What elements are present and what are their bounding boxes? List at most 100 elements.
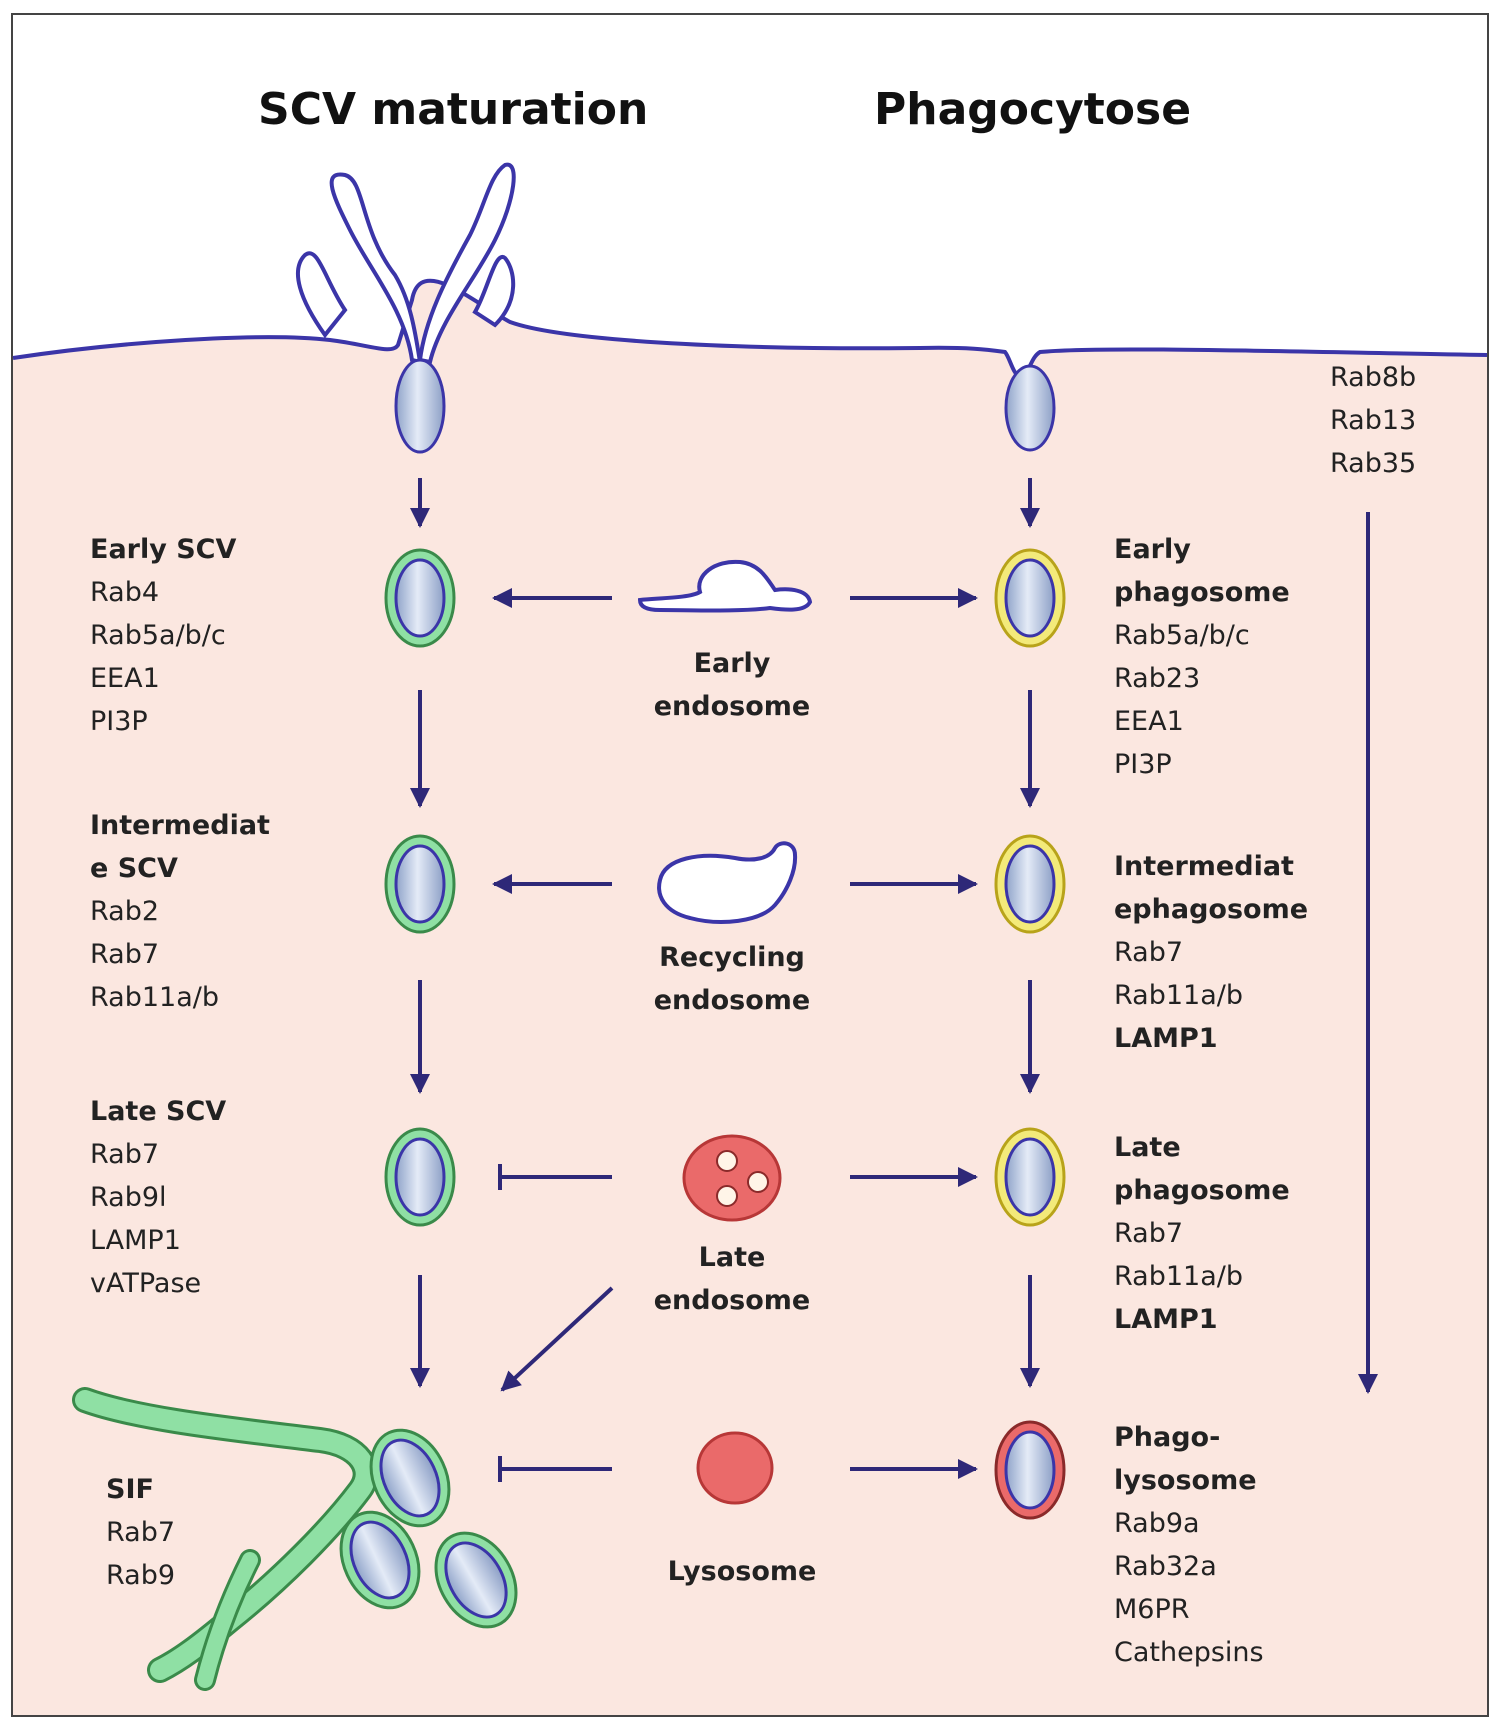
lysosome-label-line: Lysosome bbox=[667, 1556, 817, 1587]
intermediate-phagosome-vacuole-bacterium bbox=[1004, 844, 1056, 924]
cytoplasm bbox=[13, 280, 1487, 1715]
recycling-endosome-shape bbox=[657, 841, 798, 924]
title-scv-maturation: SCV maturation bbox=[258, 84, 649, 135]
late-phagosome-heading: Late bbox=[1114, 1132, 1181, 1163]
scv-entry-vacuole bbox=[394, 358, 446, 454]
sif-label: SIF Rab7 Rab9 bbox=[106, 1468, 175, 1597]
phagolysosome-marker: Cathepsins bbox=[1114, 1637, 1264, 1668]
phagolysosome-marker: Rab9a bbox=[1114, 1508, 1200, 1539]
intermediate-phagosome-heading: Intermediat bbox=[1114, 851, 1294, 882]
rab-timeline-labels: Rab8b Rab13 Rab35 bbox=[1330, 356, 1416, 485]
late-endosome-vesicle-1 bbox=[716, 1150, 738, 1172]
late-scv-vacuole bbox=[384, 1127, 456, 1227]
late-phagosome-heading: phagosome bbox=[1114, 1175, 1290, 1206]
early-scv-vacuole-bacterium bbox=[394, 558, 446, 638]
arrows bbox=[410, 478, 1378, 1482]
early-phagosome-label: Early phagosome Rab5a/b/c Rab23 EEA1 PI3… bbox=[1114, 528, 1290, 786]
early-phagosome-marker: Rab5a/b/c bbox=[1114, 620, 1250, 651]
early-phagosome-heading: Early bbox=[1114, 534, 1191, 565]
sif-marker: Rab7 bbox=[106, 1517, 176, 1548]
phagosome-entry-vacuole bbox=[1004, 364, 1056, 452]
sif-heading: SIF bbox=[106, 1474, 154, 1505]
phagolysosome-marker: Rab32a bbox=[1114, 1551, 1217, 1582]
late-phagosome-vacuole-bacterium bbox=[1004, 1137, 1056, 1217]
early-scv-marker: Rab5a/b/c bbox=[90, 620, 226, 651]
early-scv-vacuole bbox=[384, 548, 456, 648]
late-endosome-label-line: Late bbox=[698, 1242, 766, 1273]
phagolysosome-marker: M6PR bbox=[1114, 1594, 1190, 1625]
early-phagosome-marker: PI3P bbox=[1114, 749, 1172, 780]
sif-marker: Rab9 bbox=[106, 1560, 176, 1591]
late-endosome-label-line: endosome bbox=[653, 1285, 811, 1316]
phagolysosome-heading: lysosome bbox=[1114, 1465, 1257, 1496]
rab-timeline-item: Rab8b bbox=[1330, 362, 1417, 393]
intermediate-phagosome-heading: ephagosome bbox=[1114, 894, 1309, 925]
intermediate-scv-vacuole-bacterium bbox=[394, 844, 446, 924]
intermediate-scv-label: Intermediat e SCV Rab2 Rab7 Rab11a/b bbox=[90, 804, 270, 1019]
intermediate-scv-marker: Rab7 bbox=[90, 939, 160, 970]
late-scv-heading: Late SCV bbox=[90, 1096, 227, 1127]
intermediate-phagosome-marker: Rab11a/b bbox=[1114, 980, 1243, 1011]
phagolysosome-heading: Phago- bbox=[1114, 1422, 1221, 1453]
rab-timeline-item: Rab13 bbox=[1330, 405, 1417, 436]
intermediate-scv-heading: e SCV bbox=[90, 853, 178, 884]
late-scv-marker: Rab7 bbox=[90, 1139, 160, 1170]
intermediate-phagosome-marker: Rab7 bbox=[1114, 937, 1184, 968]
late-endosome-vesicle-3 bbox=[716, 1185, 738, 1207]
late-phagosome-vacuole bbox=[994, 1127, 1066, 1227]
vacuoles bbox=[384, 358, 1066, 1520]
early-scv-label: Early SCV Rab4 Rab5a/b/c EEA1 PI3P bbox=[90, 528, 236, 743]
phagolysosome-vacuole-bacterium bbox=[1004, 1430, 1056, 1510]
sif-vacuole-2-bacterium bbox=[349, 1520, 411, 1600]
intermediate-scv-heading: Intermediat bbox=[90, 810, 270, 841]
early-phagosome-heading: phagosome bbox=[1114, 577, 1290, 608]
late-scv-marker: LAMP1 bbox=[90, 1225, 181, 1256]
late-scv-marker: Rab9l bbox=[90, 1182, 167, 1213]
early-scv-marker: EEA1 bbox=[90, 663, 160, 694]
phagolysosome-label: Phago- lysosome Rab9a Rab32a M6PR Cathep… bbox=[1114, 1416, 1264, 1674]
intermediate-phagosome-marker: LAMP1 bbox=[1114, 1023, 1218, 1054]
late-scv-marker: vATPase bbox=[90, 1268, 202, 1299]
scv-entry-vacuole-bacterium bbox=[394, 358, 446, 454]
sif-vacuole-1-bacterium bbox=[379, 1438, 441, 1518]
recycling-endosome-label-line: endosome bbox=[653, 985, 811, 1016]
early-scv-heading: Early SCV bbox=[90, 534, 237, 565]
early-phagosome-vacuole-bacterium bbox=[1004, 558, 1056, 638]
plasma-membrane bbox=[12, 278, 1488, 381]
rab-timeline-item: Rab35 bbox=[1330, 448, 1417, 479]
sif-vacuole-2 bbox=[339, 1510, 421, 1610]
lysosome-shape bbox=[696, 1431, 774, 1505]
late-phagosome-marker: Rab7 bbox=[1114, 1218, 1184, 1249]
late-endosome-shape bbox=[682, 1134, 782, 1222]
early-phagosome-marker: EEA1 bbox=[1114, 706, 1184, 737]
arrow-late-endosome-to-sif bbox=[500, 1286, 614, 1392]
lysosome-label: Lysosome bbox=[632, 1550, 852, 1593]
early-scv-marker: Rab4 bbox=[90, 577, 160, 608]
intermediate-phagosome-vacuole bbox=[994, 834, 1066, 934]
phagolysosome-vacuole bbox=[994, 1420, 1066, 1520]
phagosome-entry-vacuole-bacterium bbox=[1004, 364, 1056, 452]
late-phagosome-marker: LAMP1 bbox=[1114, 1304, 1218, 1335]
sif-vacuoles bbox=[339, 1428, 518, 1629]
late-scv-vacuole-bacterium bbox=[394, 1137, 446, 1217]
late-scv-label: Late SCV Rab7 Rab9l LAMP1 vATPase bbox=[90, 1090, 226, 1305]
title-phagocytose: Phagocytose bbox=[874, 84, 1192, 135]
early-endosome-label-line: Early bbox=[693, 648, 771, 679]
sif-vacuole-3-bacterium bbox=[444, 1541, 508, 1619]
late-endosome-vesicle-2 bbox=[747, 1171, 769, 1193]
early-endosome-shape bbox=[637, 559, 813, 613]
late-phagosome-marker: Rab11a/b bbox=[1114, 1261, 1243, 1292]
membrane-ruffles bbox=[295, 162, 516, 365]
early-phagosome-vacuole bbox=[994, 548, 1066, 648]
sif-vacuole-3 bbox=[434, 1531, 518, 1629]
early-scv-marker: PI3P bbox=[90, 706, 148, 737]
intermediate-scv-vacuole bbox=[384, 834, 456, 934]
sif-vacuole-1 bbox=[369, 1428, 451, 1528]
early-phagosome-marker: Rab23 bbox=[1114, 663, 1201, 694]
intermediate-scv-marker: Rab2 bbox=[90, 896, 160, 927]
endosome-shapes bbox=[637, 559, 813, 1505]
intermediate-scv-marker: Rab11a/b bbox=[90, 982, 219, 1013]
early-endosome-label: Early endosome bbox=[632, 642, 832, 728]
late-phagosome-label: Late phagosome Rab7 Rab11a/b LAMP1 bbox=[1114, 1126, 1290, 1341]
